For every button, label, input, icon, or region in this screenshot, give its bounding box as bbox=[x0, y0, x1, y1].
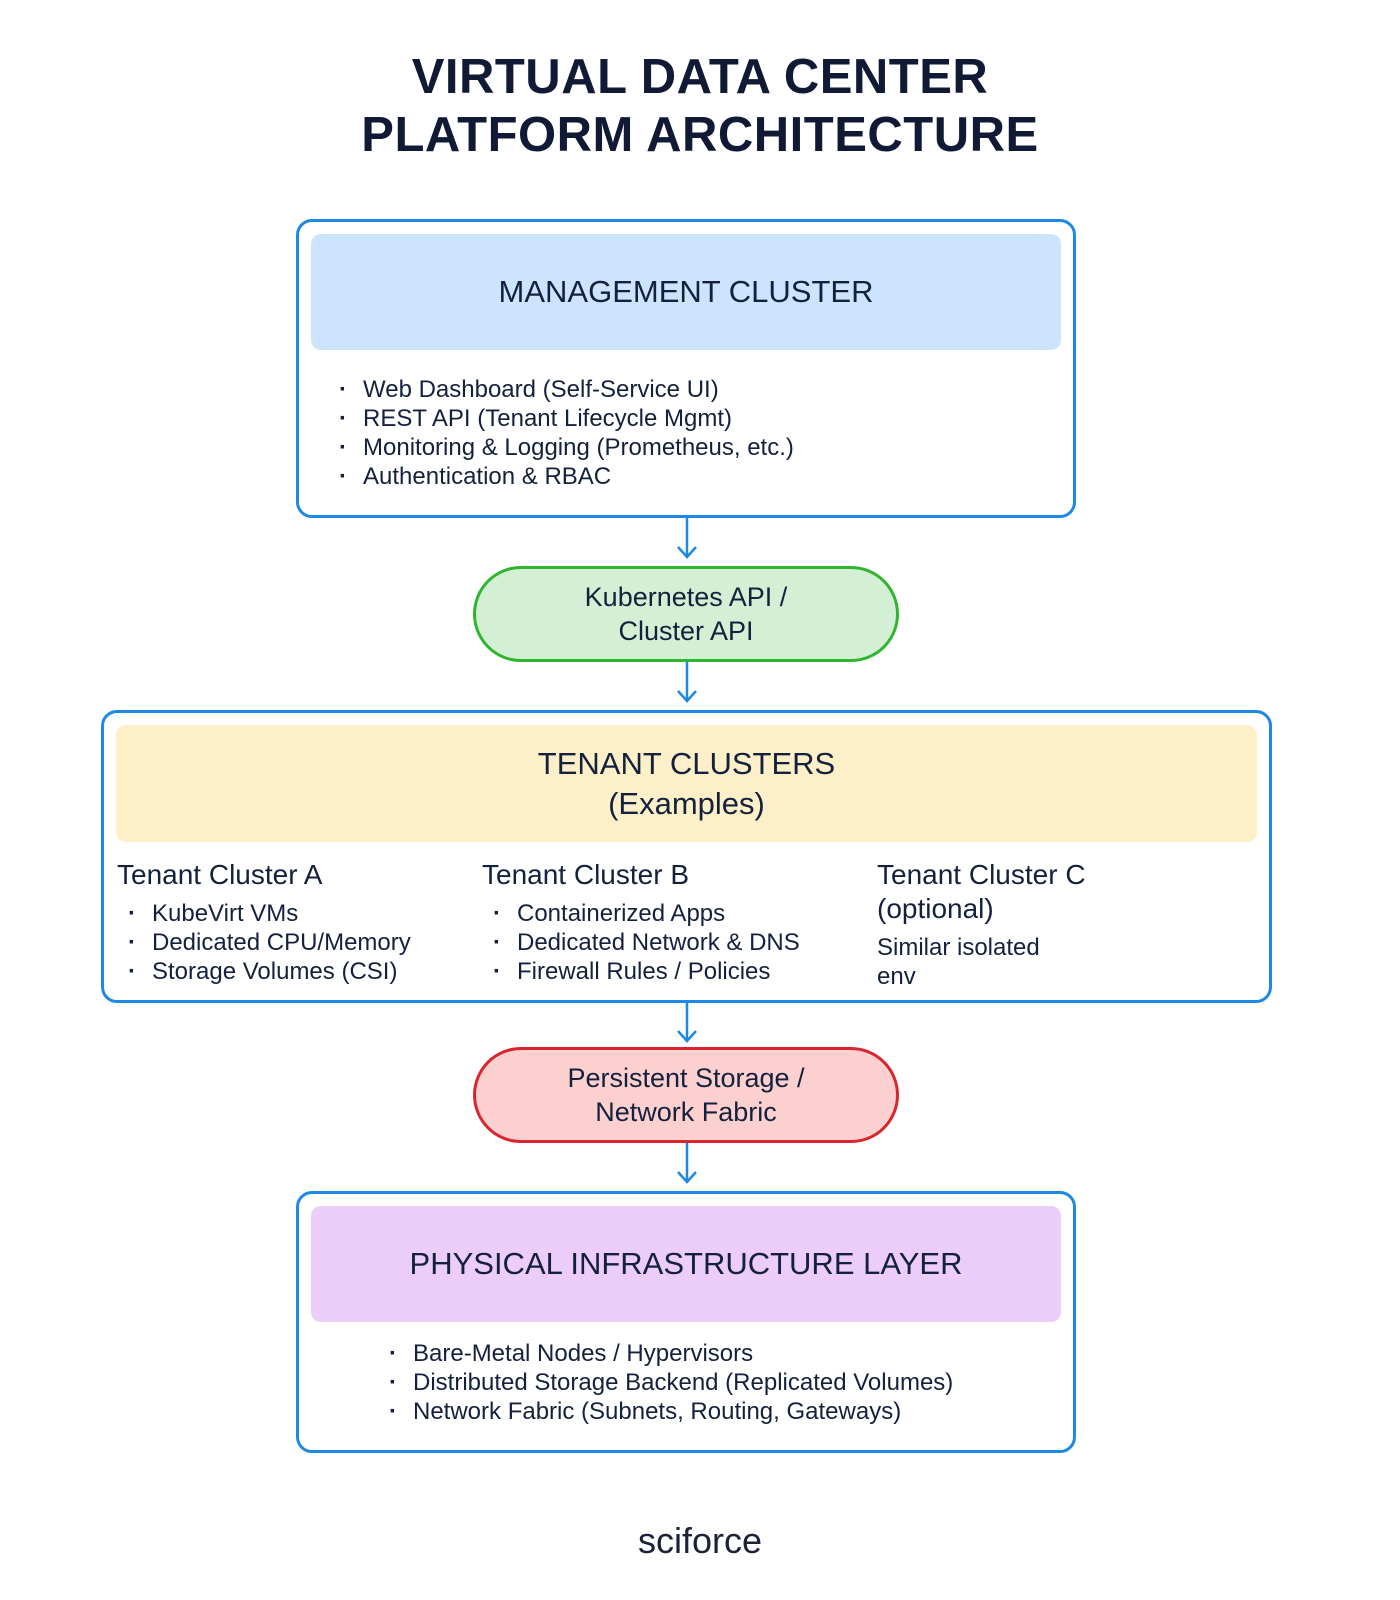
storage-line-2: Network Fabric bbox=[595, 1097, 777, 1127]
physical-infrastructure-panel: PHYSICAL INFRASTRUCTURE LAYER Bare-Metal… bbox=[296, 1191, 1076, 1453]
tenant-cluster-a-items: KubeVirt VMs Dedicated CPU/Memory Storag… bbox=[128, 899, 411, 986]
physical-heading-text: PHYSICAL INFRASTRUCTURE LAYER bbox=[409, 1246, 963, 1281]
tenant-cluster-c-title: Tenant Cluster C (optional) bbox=[877, 858, 1086, 926]
tenant-clusters-heading: TENANT CLUSTERS (Examples) bbox=[116, 725, 1257, 842]
persistent-storage-pill: Persistent Storage / Network Fabric bbox=[473, 1047, 899, 1143]
arrow-down-icon bbox=[677, 1002, 697, 1043]
title-line-2: PLATFORM ARCHITECTURE bbox=[361, 108, 1039, 162]
arrow-down-icon bbox=[677, 518, 697, 559]
list-item: Dedicated CPU/Memory bbox=[128, 928, 411, 957]
tenant-cluster-c-text-line-2: env bbox=[877, 963, 916, 990]
tenant-cluster-b-items: Containerized Apps Dedicated Network & D… bbox=[493, 899, 800, 986]
list-item: Monitoring & Logging (Prometheus, etc.) bbox=[339, 433, 794, 462]
sciforce-logo: sciforce bbox=[637, 1520, 763, 1561]
kubernetes-api-line-2: Cluster API bbox=[618, 616, 754, 646]
list-item: Web Dashboard (Self-Service UI) bbox=[339, 375, 794, 404]
list-item: Distributed Storage Backend (Replicated … bbox=[389, 1368, 953, 1397]
management-cluster-panel: MANAGEMENT CLUSTER Web Dashboard (Self-S… bbox=[296, 219, 1076, 518]
tenant-clusters-panel: TENANT CLUSTERS (Examples) Tenant Cluste… bbox=[101, 710, 1272, 1003]
list-item: Bare-Metal Nodes / Hypervisors bbox=[389, 1339, 953, 1368]
list-item: Authentication & RBAC bbox=[339, 462, 794, 491]
tenant-cluster-c-title-line-1: Tenant Cluster C bbox=[877, 859, 1086, 890]
list-item: REST API (Tenant Lifecycle Mgmt) bbox=[339, 404, 794, 433]
tenant-cluster-b-title: Tenant Cluster B bbox=[482, 859, 689, 890]
tenant-cluster-c-description: Similar isolated env bbox=[877, 933, 1040, 991]
tenant-cluster-a-title: Tenant Cluster A bbox=[117, 859, 323, 890]
list-item: Dedicated Network & DNS bbox=[493, 928, 800, 957]
kubernetes-api-pill: Kubernetes API / Cluster API bbox=[473, 566, 899, 662]
list-item: Storage Volumes (CSI) bbox=[128, 957, 411, 986]
tenant-heading-line-2: (Examples) bbox=[608, 785, 765, 821]
tenant-heading-line-1: TENANT CLUSTERS bbox=[537, 745, 836, 781]
management-heading-text: MANAGEMENT CLUSTER bbox=[498, 274, 874, 309]
list-item: Containerized Apps bbox=[493, 899, 800, 928]
tenant-cluster-c-text-line-1: Similar isolated bbox=[877, 934, 1040, 961]
arrow-down-icon bbox=[677, 662, 697, 703]
management-cluster-heading: MANAGEMENT CLUSTER bbox=[311, 234, 1061, 350]
title-line-1: VIRTUAL DATA CENTER bbox=[411, 50, 989, 104]
tenant-cluster-c-title-line-2: (optional) bbox=[877, 893, 994, 924]
physical-items: Bare-Metal Nodes / Hypervisors Distribut… bbox=[389, 1339, 953, 1426]
diagram-title: VIRTUAL DATA CENTER PLATFORM ARCHITECTUR… bbox=[0, 48, 1400, 164]
management-items: Web Dashboard (Self-Service UI) REST API… bbox=[339, 375, 794, 491]
kubernetes-api-line-1: Kubernetes API / bbox=[584, 582, 788, 612]
list-item: Firewall Rules / Policies bbox=[493, 957, 800, 986]
list-item: Network Fabric (Subnets, Routing, Gatewa… bbox=[389, 1397, 953, 1426]
physical-infrastructure-heading: PHYSICAL INFRASTRUCTURE LAYER bbox=[311, 1206, 1061, 1322]
storage-line-1: Persistent Storage / bbox=[567, 1063, 805, 1093]
arrow-down-icon bbox=[677, 1143, 697, 1184]
list-item: KubeVirt VMs bbox=[128, 899, 411, 928]
